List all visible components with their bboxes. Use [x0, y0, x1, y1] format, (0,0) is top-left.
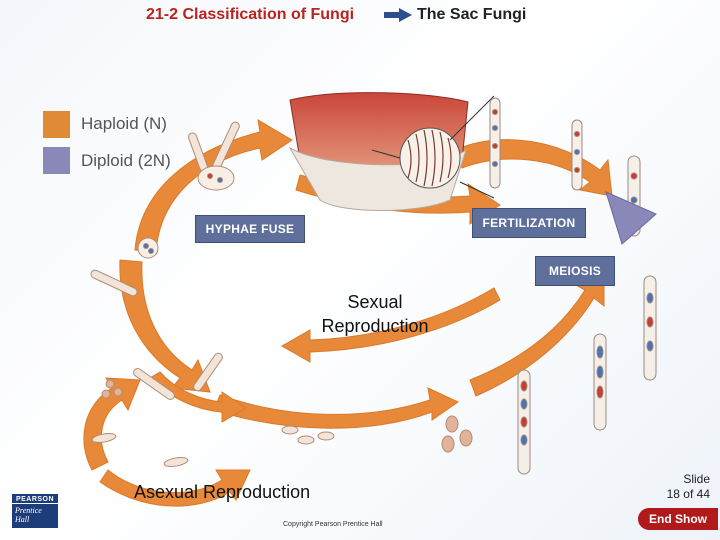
title-bar: 21-2 Classification of Fungi The Sac Fun… — [0, 0, 720, 34]
section-title: 21-2 Classification of Fungi — [146, 6, 355, 23]
stage-hyphae-fuse: HYPHAE FUSE — [195, 215, 305, 243]
copyright-notice: Copyright Pearson Prentice Hall — [283, 521, 383, 528]
slide-counter: Slide 18 of 44 — [660, 472, 710, 502]
asexual-reproduction-label: Asexual Reproduction — [134, 482, 311, 502]
diploid-label: Diploid (2N) — [81, 151, 171, 170]
sexual-reproduction-text: Sexual Reproduction — [321, 292, 429, 336]
hyphae-illustrations — [90, 121, 473, 467]
arrow-right-icon — [384, 8, 412, 22]
diploid-wedge — [605, 191, 657, 245]
slide-position: 18 of 44 — [666, 487, 710, 501]
haploid-label: Haploid (N) — [81, 114, 167, 133]
logo-bottom-text: Prentice Hall — [15, 506, 42, 524]
ascocarp-cup — [288, 92, 495, 211]
pearson-logo: PEARSON Prentice Hall — [12, 494, 58, 528]
diploid-swatch — [43, 147, 70, 174]
stage-fertilization: FERTILIZATION — [472, 208, 586, 238]
topic-title: The Sac Fungi — [417, 6, 527, 23]
stage-meiosis: MEIOSIS — [535, 256, 615, 286]
asci-illustrations — [489, 97, 657, 475]
end-show-button[interactable]: End Show — [638, 508, 718, 530]
sexual-reproduction-label: Sexual Reproduction — [305, 290, 445, 338]
haploid-swatch — [43, 111, 70, 138]
logo-top-text: PEARSON — [12, 494, 58, 504]
slide-label: Slide — [683, 472, 710, 486]
